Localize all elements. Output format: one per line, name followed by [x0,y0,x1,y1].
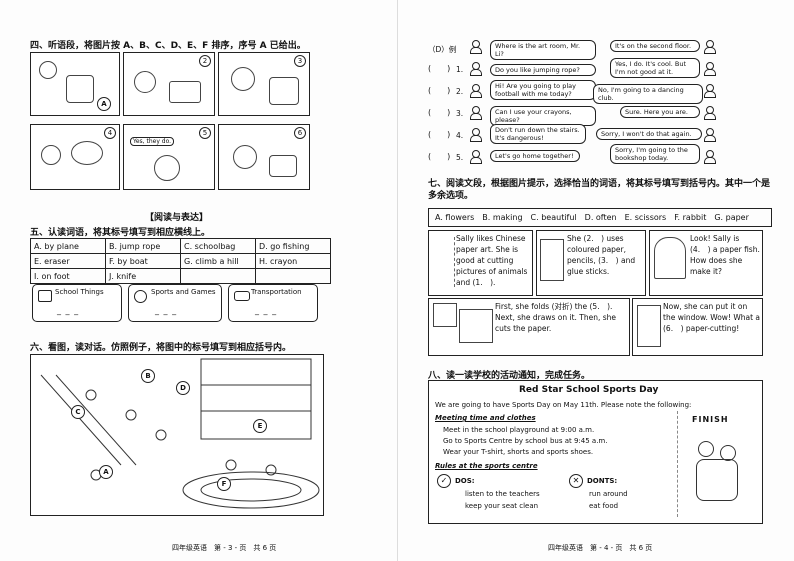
sports-day-notice: Red Star School Sports Day We are going … [428,380,763,524]
person-icon [704,106,716,120]
reading-panel-3: Look! Sally is (4. ) a paper fish. How d… [649,230,763,296]
dialog-example-prefix: （D）例 [428,45,457,54]
person-icon [470,128,482,142]
answer-paren[interactable]: ( ) [428,108,451,117]
rules-heading: Rules at the sports centre [435,462,538,470]
bicycle-icon [234,291,250,301]
runner-illustration: FINISH [677,411,758,517]
section8-title: 八、读一读学校的活动通知，完成任务。 [428,371,591,381]
comic-panel-2: 2 [123,52,215,116]
dialog-answer: It's on the second floor. [610,40,700,52]
answer-paren[interactable]: ( ) [428,64,451,73]
section6-title: 六、看图，读对话。仿照例子，将图中的标号填写到相应括号内。 [30,343,292,353]
comic-panel-4: 4 [30,124,120,190]
comic-panel-3: 3 [218,52,310,116]
panel-letter: A [97,97,111,111]
person-icon [704,128,716,142]
notice-title: Red Star School Sports Day [519,385,659,395]
dialog-answer: Sure. Here you are. [620,106,700,118]
scene-letter-e: E [253,419,267,433]
speech-bubble: Yes, they do. [130,137,175,146]
scene-letter-a: A [99,465,113,479]
scene-letter-d: D [176,381,190,395]
meeting-heading: Meeting time and clothes [435,414,536,422]
category-school-things: School Things _ _ _ [32,284,122,322]
dialog-answer: Sorry, I won't do that again. [596,128,702,140]
notice-intro: We are going to have Sports Day on May 1… [435,401,692,409]
check-icon: ✓ [437,474,451,488]
schoolbag-icon [38,290,52,302]
page-footer: 四年级英语 第 - 4 - 页 共 6 页 [548,544,653,552]
list-item: listen to the teachers [465,490,540,498]
list-item: Go to Sports Centre by school bus at 9:4… [443,437,608,445]
dialog-answer: Yes, I do. It's cool. But I'm not good a… [610,58,700,78]
reading-panel-4: First, she folds (对折) the (5. ). Next, s… [428,298,630,356]
section4-title: 四、听语段，将图片按 A、B、C、D、E、F 排序，序号 A 已给出。 [30,41,306,51]
person-icon [704,62,716,76]
dialog-question: Let's go home together! [490,150,580,162]
list-item: keep your seat clean [465,502,539,510]
list-item: Wear your T-shirt, shorts and sports sho… [443,448,594,456]
reading-panel-1: Sally likes Chinese paper art. She is go… [428,230,533,296]
person-icon [704,40,716,54]
cross-icon: ✕ [569,474,583,488]
comic-panel-6: 6 [218,124,310,190]
person-icon [470,62,482,76]
school-scene: B C D E A F [30,354,324,516]
scene-letter-f: F [217,477,231,491]
dialog-answer: No, I'm going to a dancing club. [593,84,703,104]
answer-blank[interactable]: _ _ _ [255,306,278,315]
comic-panel-5: 5 Yes, they do. [123,124,215,190]
scissors-icon [540,239,564,281]
finish-banner: FINISH [692,415,729,424]
dialog-question: Do you like jumping rope? [490,64,596,76]
section5-title: 五、认读词语，将其标号填写到相应横线上。 [30,228,211,238]
category-transportation: Transportation _ _ _ [228,284,318,322]
reading-panel-5: Now, she can put it on the window. Wow! … [632,298,763,356]
scene-drawing [40,358,320,509]
dialog-answer: Sorry, I'm going to the bookshop today. [610,144,700,164]
right-page: （D）例 Where is the art room, Mr. Li? It's… [397,0,794,561]
dialog-question: Don't run down the stairs. It's dangerou… [490,124,586,144]
person-icon [470,106,482,120]
answer-paren[interactable]: ( ) [428,86,451,95]
reading-header: 【阅读与表达】 [145,213,209,223]
answer-paren[interactable]: ( ) [428,152,451,161]
answer-blank[interactable]: _ _ _ [155,306,178,315]
list-item: Meet in the school playground at 9:00 a.… [443,426,595,434]
person-icon [470,40,482,54]
list-item: eat food [589,502,619,510]
ball-icon [134,290,147,303]
answer-paren[interactable]: ( ) [428,130,451,139]
flower-icon [432,237,455,287]
category-sports-games: Sports and Games _ _ _ [128,284,222,322]
person-icon [470,84,482,98]
scene-letter-c: C [71,405,85,419]
section7-title: 七、阅读文段，根据图片提示，选择恰当的词语，将其标号填写到括号内。其中一个是多余… [428,179,771,201]
girl-icon [654,237,686,279]
word-options: A. flowers B. making C. beautiful D. oft… [428,208,772,227]
page-footer: 四年级英语 第 - 3 - 页 共 6 页 [172,544,277,552]
dialog-question: Can I use your crayons, please? [490,106,596,126]
scene-letter-b: B [141,369,155,383]
person-icon [704,84,716,98]
person-icon [704,150,716,164]
fish-drawing-icon [459,309,493,343]
dos-label: DOS: [455,477,475,485]
donts-label: DONTS: [587,477,618,485]
answer-blank[interactable]: _ _ _ [57,306,80,315]
fold-arrow-icon [433,303,457,327]
dialog-question: Where is the art room, Mr. Li? [490,40,596,60]
window-icon [637,305,661,347]
reading-panel-2: She (2. ) uses coloured paper, pencils, … [536,230,646,296]
person-icon [470,150,482,164]
list-item: run around [589,490,628,498]
left-page: 四、听语段，将图片按 A、B、C、D、E、F 排序，序号 A 已给出。 A 2 … [30,41,331,552]
dialog-question: Hi! Are you going to play football with … [490,80,596,100]
comic-panel-a: A [30,52,120,116]
